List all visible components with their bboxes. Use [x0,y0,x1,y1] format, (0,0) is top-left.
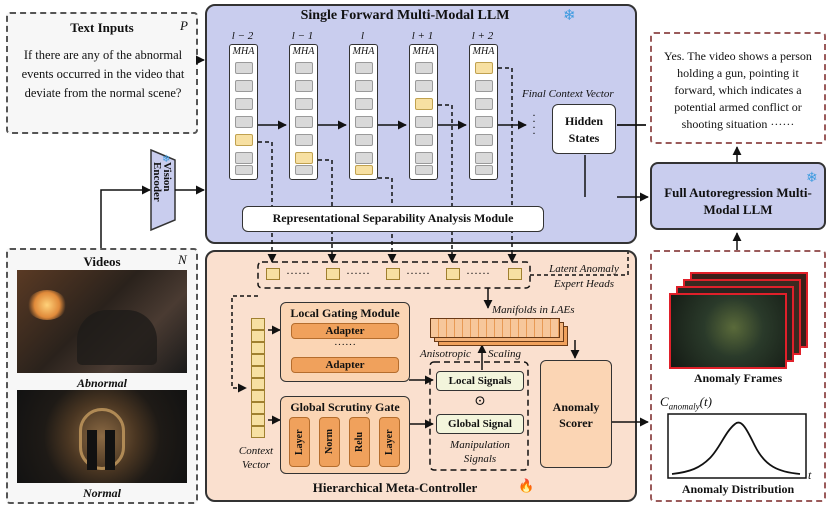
local-gating-module: Local Gating Module Adapter ······ Adapt… [280,302,410,382]
text-inputs-marker: P [180,18,188,33]
abnormal-video-frame [17,270,187,373]
hidden-states-box: Hidden States [552,104,616,154]
expert-head [326,268,340,280]
manifold-layer [430,318,560,338]
ellipsis-vertical: ···· [532,108,536,140]
full-llm-title: Full Autoregression Multi-Modal LLM [664,185,812,217]
llm-title: Single Forward Multi-Modal LLM [300,8,510,23]
heads-dots: ······ [286,266,310,280]
anomaly-scorer-box: Anomaly Scorer [540,360,612,468]
adapter-block: Adapter [291,323,399,339]
abnormal-label: Abnormal [76,376,127,390]
normal-label: Normal [82,486,121,500]
anomaly-distribution-frame [667,413,807,479]
mha-block: MHA [469,44,498,180]
gate-layer-block: Layer [289,417,310,467]
fire-icon: 🔥 [518,478,535,493]
mha-block: MHA [229,44,258,180]
normal-video-frame [17,390,187,483]
vision-encoder-shape [150,148,176,232]
global-scrutiny-gate: Global Scrutiny Gate Layer Norm Relu Lay… [280,396,410,474]
answer-text: Yes. The video shows a person holding a … [664,49,812,131]
manifolds-label: Manifolds in LAEs [492,304,575,316]
text-inputs-title: Text Inputs [70,20,134,35]
snowflake-icon: ❄ [563,8,576,24]
anomaly-frames-label: Anomaly Frames [693,371,783,385]
t-axis-label: t [808,468,812,482]
expert-head [508,268,522,280]
local-signals-box: Local Signals [436,371,524,391]
output-panel [650,250,826,502]
mha-block: MHA [289,44,318,180]
answer-panel [650,32,826,144]
layer-index-label: l − 1 [291,30,314,42]
context-vector [248,318,268,440]
full-llm-box [650,162,826,230]
expert-head [446,268,460,280]
c-anomaly-label: Canomaly(t) [660,394,712,412]
videos-marker: N [178,252,187,267]
gate-layer-block: Layer [379,417,400,467]
anomaly-distribution-label: Anomaly Distribution [681,482,795,496]
gate-layer-block: Norm [319,417,340,467]
mha-block: MHA [349,44,378,180]
question-text: If there are any of the abnormal events … [21,48,185,100]
layer-index-label: l + 2 [471,30,494,42]
manipulation-label: Manipulation Signals [450,439,510,465]
heads-dots: ······ [466,266,490,280]
snowflake-icon: ❄ [162,154,171,165]
final-context-label: Final Context Vector [522,88,614,100]
anisotropic-label: Anisotropic [420,348,471,360]
scaling-label: Scaling [488,348,521,360]
expert-head [266,268,280,280]
text-inputs-panel [6,12,198,134]
anomaly-distribution-curve [671,421,801,475]
heads-dots: ······ [346,266,370,280]
heads-dots: ······ [406,266,430,280]
layer-index-label: l [360,30,365,42]
adapter-block: Adapter [291,357,399,373]
context-vector-label: Context Vector [238,445,274,471]
layer-index-label: l − 2 [231,30,254,42]
mha-block: MHA [409,44,438,180]
global-signal-box: Global Signal [436,414,524,434]
rsa-module-box: Representational Separability Analysis M… [242,206,544,232]
anomaly-frame [669,293,787,369]
gate-layer-block: Relu [349,417,370,467]
expert-head [386,268,400,280]
videos-title: Videos [83,254,121,269]
controller-title: Hierarchical Meta-Controller [312,480,478,495]
odot-operator: ⊙ [474,394,486,409]
vision-encoder-label: Vision Encoder [151,162,173,202]
latent-heads-label: Latent Anomaly Expert Heads [549,263,619,290]
snowflake-icon: ❄ [806,171,818,186]
layer-index-label: l + 1 [411,30,434,42]
